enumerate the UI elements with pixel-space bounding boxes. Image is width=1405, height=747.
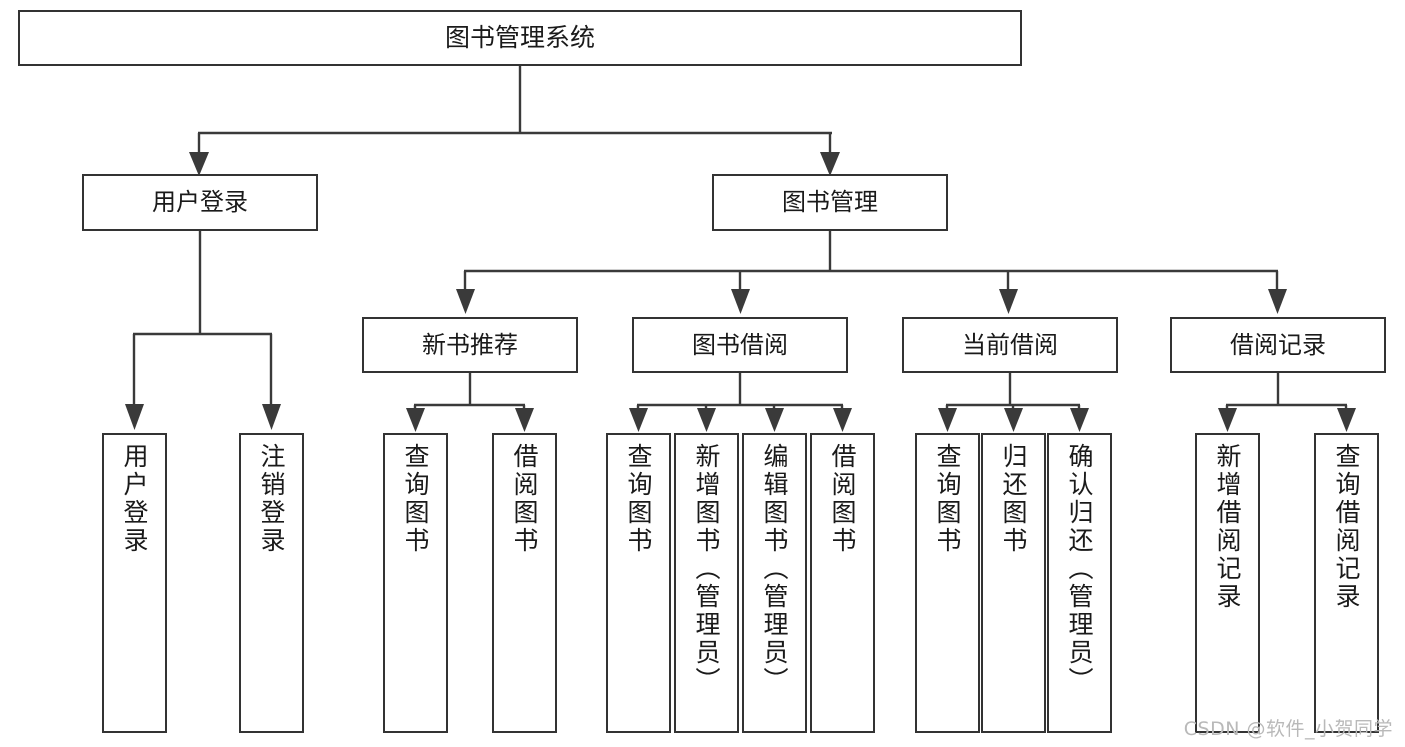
arrowhead-leaf-borrow-book-2	[833, 408, 852, 432]
arrowhead-leaf-edit-book	[765, 408, 784, 432]
node-label: 编辑图书（管理员）	[760, 443, 789, 695]
leaf-confirm-return-admin[interactable]: 确认归还（管理员）	[1047, 433, 1112, 733]
csdn-watermark: CSDN @软件_小贺同学	[1183, 718, 1393, 740]
node-new-book-recommend[interactable]: 新书推荐	[362, 317, 578, 373]
node-label: 借阅图书	[510, 443, 539, 555]
leaf-add-borrow-record[interactable]: 新增借阅记录	[1195, 433, 1260, 733]
node-label: 当前借阅	[962, 330, 1058, 359]
arrowhead-leaf-return-book	[1004, 408, 1023, 432]
node-label: 查询图书	[401, 443, 430, 555]
leaf-query-book-borrow[interactable]: 查询图书	[606, 433, 671, 733]
node-borrow-record[interactable]: 借阅记录	[1170, 317, 1386, 373]
arrowhead-leaf-confirm-return	[1070, 408, 1089, 432]
arrowhead-leaf-query-book-3	[938, 408, 957, 432]
arrowhead-leaf-add-record	[1218, 408, 1237, 432]
leaf-borrow-book-recommend[interactable]: 借阅图书	[492, 433, 557, 733]
node-label: 用户登录	[152, 188, 248, 217]
node-label: 图书借阅	[692, 330, 788, 359]
leaf-add-book-admin[interactable]: 新增图书（管理员）	[674, 433, 739, 733]
arrowhead-new-book-recommend	[456, 289, 475, 314]
node-label: 新增借阅记录	[1213, 443, 1242, 611]
node-label: 图书管理	[782, 188, 878, 217]
node-root-book-management-system[interactable]: 图书管理系统	[18, 10, 1022, 66]
leaf-query-borrow-record[interactable]: 查询借阅记录	[1314, 433, 1379, 733]
node-label: 新书推荐	[422, 330, 518, 359]
node-book-management[interactable]: 图书管理	[712, 174, 948, 231]
node-current-borrow[interactable]: 当前借阅	[902, 317, 1118, 373]
node-label: 注销登录	[257, 443, 286, 555]
arrowhead-borrow-record	[1268, 289, 1287, 314]
leaf-edit-book-admin[interactable]: 编辑图书（管理员）	[742, 433, 807, 733]
leaf-logout[interactable]: 注销登录	[239, 433, 304, 733]
leaf-query-book-recommend[interactable]: 查询图书	[383, 433, 448, 733]
leaf-user-login[interactable]: 用户登录	[102, 433, 167, 733]
leaf-query-book-current[interactable]: 查询图书	[915, 433, 980, 733]
node-label: 查询图书	[624, 443, 653, 555]
node-user-login[interactable]: 用户登录	[82, 174, 318, 231]
arrowhead-leaf-query-book-2	[629, 408, 648, 432]
leaf-return-book[interactable]: 归还图书	[981, 433, 1046, 733]
arrowhead-leaf-query-record	[1337, 408, 1356, 432]
node-book-borrow[interactable]: 图书借阅	[632, 317, 848, 373]
arrowhead-leaf-user-login	[125, 404, 144, 430]
arrowhead-leaf-borrow-book-1	[515, 408, 534, 432]
arrowhead-current-borrow	[999, 289, 1018, 314]
arrowhead-book-borrow	[731, 289, 750, 314]
node-label: 新增图书（管理员）	[692, 443, 721, 695]
arrowhead-leaf-query-book-1	[406, 408, 425, 432]
node-label: 确认归还（管理员）	[1065, 443, 1094, 695]
arrowhead-leaf-logout	[262, 404, 281, 430]
arrowhead-book-mgmt	[820, 152, 840, 176]
node-label: 归还图书	[999, 443, 1028, 555]
arrowhead-user-login	[189, 152, 209, 176]
node-label: 图书管理系统	[444, 23, 595, 53]
node-label: 借阅记录	[1230, 330, 1326, 359]
node-label: 查询借阅记录	[1332, 443, 1361, 611]
node-label: 借阅图书	[828, 443, 857, 555]
arrowhead-leaf-add-book	[697, 408, 716, 432]
leaf-borrow-book[interactable]: 借阅图书	[810, 433, 875, 733]
node-label: 用户登录	[120, 443, 149, 555]
node-label: 查询图书	[933, 443, 962, 555]
